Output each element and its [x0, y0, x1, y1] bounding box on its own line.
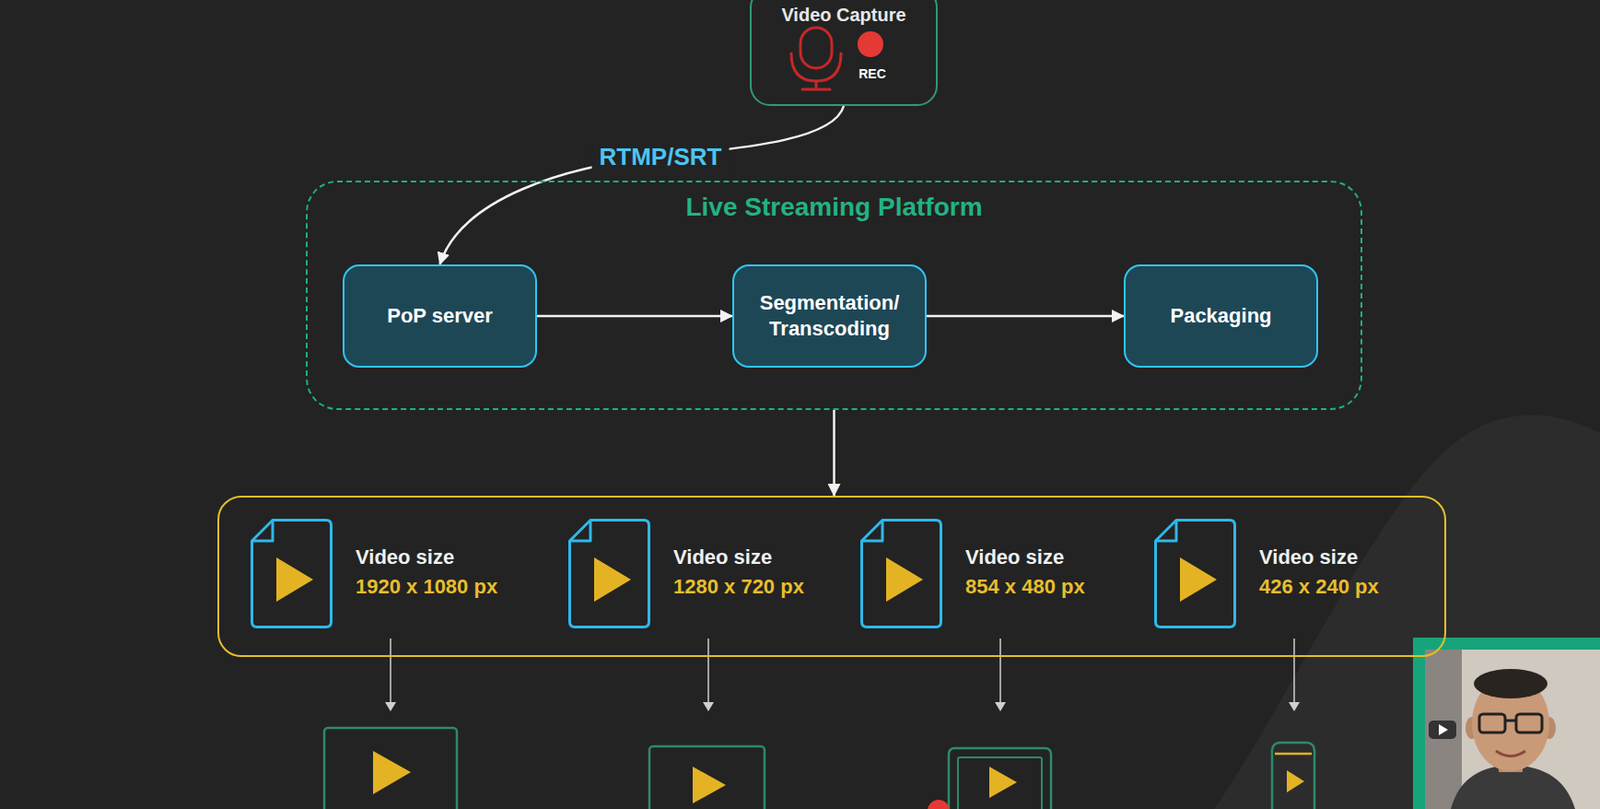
process-box: Segmentation/ Transcoding: [732, 264, 927, 368]
resolution-value: 426 x 240 px: [1259, 572, 1413, 602]
resolution-value: 1920 x 1080 px: [355, 572, 509, 602]
presenter-webcam: [1413, 637, 1600, 809]
rendition-label: Video size: [1259, 542, 1413, 573]
rendition-label: Video size: [965, 542, 1119, 573]
platform-group: Live Streaming PlatformPoP server Segment…: [305, 180, 1363, 410]
connector-arrow: [832, 409, 836, 496]
progress-dot: [927, 799, 950, 809]
video-file-icon: [570, 520, 650, 628]
rendition-item: Video size1920 x 1080 px: [250, 518, 509, 629]
rendition-label: Video size: [355, 542, 509, 573]
resolution-value: 1280 x 720 px: [673, 572, 827, 602]
connector-arrow: [926, 315, 1124, 318]
video-file-icon: [252, 520, 332, 628]
rendition-item: Video size1280 x 720 px: [568, 518, 827, 629]
microphone-icon: [791, 27, 841, 90]
process-label: PoP server: [386, 303, 493, 329]
laptop-icon: [649, 746, 765, 809]
record-dot: [857, 31, 884, 58]
protocol-label: RTMP/SRT: [592, 141, 730, 172]
process-label: Packaging: [1169, 303, 1272, 329]
process-label: Segmentation/ Transcoding: [745, 290, 914, 342]
connector-arrow: [537, 315, 733, 318]
tv-icon: [324, 727, 457, 809]
tablet-icon: [948, 747, 1052, 809]
phone-icon: [1272, 742, 1315, 809]
connector-arrow: [440, 105, 845, 265]
video-file-icon: [862, 520, 942, 628]
process-box: Packaging: [1123, 264, 1319, 368]
rendition-item: Video size426 x 240 px: [1154, 518, 1413, 629]
rec-label: REC: [844, 66, 900, 82]
device-arrows: [385, 638, 1300, 712]
rendition-label: Video size: [673, 542, 827, 573]
resolution-value: 854 x 480 px: [965, 572, 1119, 602]
box-title: Video Capture: [751, 3, 936, 26]
video-file-icon: [1156, 520, 1236, 628]
output-group: Video size1920 x 1080 pxVideo size1280 x…: [217, 495, 1447, 657]
process-box: PoP server: [342, 264, 538, 368]
capture-box: Video CaptureREC: [749, 0, 938, 106]
rendition-item: Video size854 x 480 px: [860, 518, 1119, 629]
group-title: Live Streaming Platform: [307, 191, 1361, 223]
